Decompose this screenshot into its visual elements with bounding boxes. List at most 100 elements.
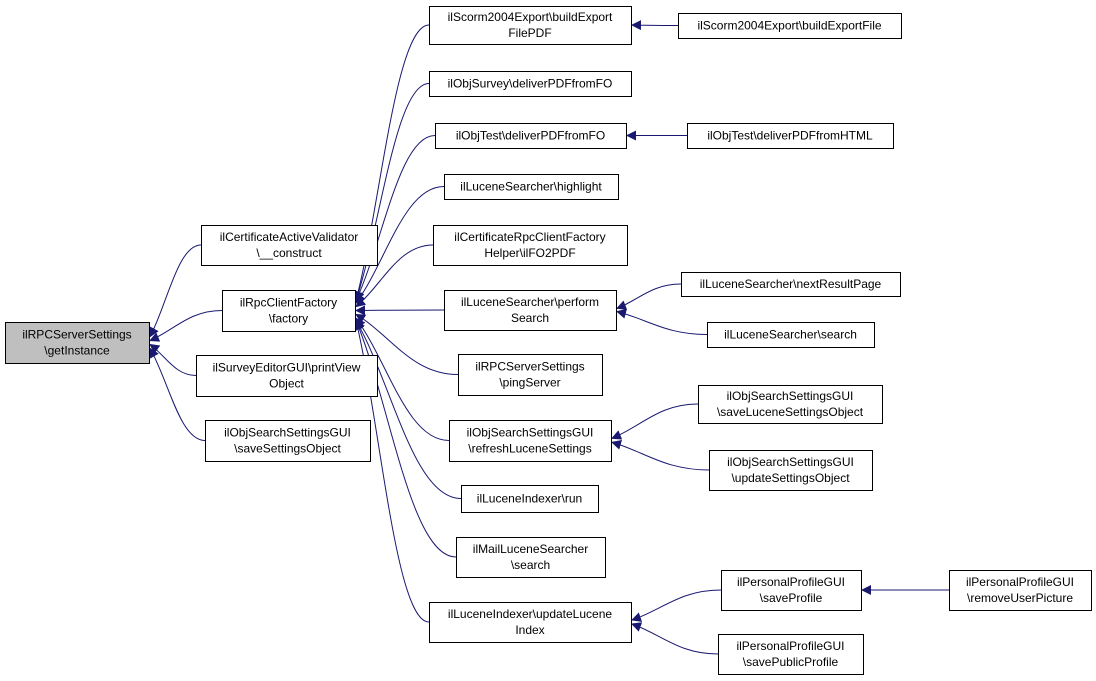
node-label-survey_editor-line-0: ilSurveyEditorGUI\printView	[213, 361, 361, 375]
node-label-search_save_lucene-line-1: \saveLuceneSettingsObject	[717, 405, 864, 419]
node-label-rpc_ping-line-1: \pingServer	[499, 376, 560, 390]
edge-lucene_search-to-lucene_perform	[616, 308, 708, 335]
node-label-cert_rpc_helper-line-0: ilCertificateRpcClientFactory	[454, 230, 605, 244]
node-label-cert_validator-line-0: ilCertificateActiveValidator	[220, 230, 359, 244]
node-scorm_build_file[interactable]: ilScorm2004Export\buildExportFile	[678, 13, 902, 39]
node-box-search_refresh	[449, 420, 612, 462]
node-box-indexer_run	[461, 485, 599, 513]
edge-test_deliver_fo-to-rpc_factory	[355, 135, 436, 302]
node-search_update[interactable]: ilObjSearchSettingsGUI \updateSettingsObj…	[709, 450, 873, 491]
edge-search_update-to-search_refresh	[611, 439, 710, 471]
node-label-rpc_factory-line-0: ilRpcClientFactory	[240, 296, 337, 310]
node-indexer_run[interactable]: ilLuceneIndexer\run	[461, 485, 599, 513]
node-cert_validator[interactable]: ilCertificateActiveValidator \__construct	[201, 225, 378, 266]
node-box-indexer_update	[429, 602, 632, 643]
node-label-search_save_settings-line-1: \saveSettingsObject	[234, 442, 341, 456]
node-label-mail_search-line-1: \search	[511, 558, 550, 572]
node-box-root	[5, 322, 150, 364]
node-label-indexer_update-line-0: ilLuceneIndexer\updateLucene	[448, 607, 612, 621]
edge-rpc_ping-to-rpc_factory	[355, 313, 459, 375]
node-label-root-line-0: ilRPCServerSettings	[22, 328, 131, 342]
node-label-root-line-1: \getInstance	[44, 344, 110, 358]
node-label-search_refresh-line-0: ilObjSearchSettingsGUI	[467, 426, 594, 440]
node-box-survey_deliver	[429, 71, 632, 97]
node-mail_search[interactable]: ilMailLuceneSearcher \search	[456, 537, 606, 578]
node-box-lucene_search	[707, 322, 875, 348]
node-lucene_next[interactable]: ilLuceneSearcher\nextResultPage	[681, 272, 901, 297]
node-label-lucene_perform-line-1: Search	[511, 311, 549, 325]
edge-lucene_highlight-to-rpc_factory	[355, 186, 445, 304]
node-box-test_deliver_fo	[435, 123, 627, 149]
node-label-indexer_update-line-1: Index	[515, 623, 544, 637]
node-box-cert_rpc_helper	[433, 225, 628, 266]
node-root[interactable]: ilRPCServerSettings \getInstance	[5, 322, 150, 364]
node-label-profile_remove_pic-line-0: ilPersonalProfileGUI	[966, 575, 1074, 589]
node-label-search_update-line-0: ilObjSearchSettingsGUI	[727, 455, 854, 469]
edge-search_save_lucene-to-search_refresh	[611, 403, 699, 440]
node-box-rpc_ping	[458, 354, 603, 396]
edge-profile_save-to-indexer_update	[631, 589, 722, 622]
node-profile_remove_pic[interactable]: ilPersonalProfileGUI\removeUserPicture	[949, 570, 1092, 611]
node-profile_save_public[interactable]: ilPersonalProfileGUI \savePublicProfile	[718, 634, 864, 675]
node-label-search_save_lucene-line-0: ilObjSearchSettingsGUI	[727, 389, 854, 403]
edge-search_refresh-to-rpc_factory	[355, 317, 450, 441]
node-label-search_update-line-1: \updateSettingsObject	[731, 471, 850, 485]
node-label-scorm_build_pdf-line-1: FilePDF	[508, 26, 551, 40]
node-search_save_lucene[interactable]: ilObjSearchSettingsGUI \saveLuceneSetting…	[698, 385, 883, 424]
node-label-mail_search-line-0: ilMailLuceneSearcher	[473, 542, 588, 556]
node-label-lucene_search-line-0: ilLuceneSearcher\search	[724, 328, 857, 342]
node-search_save_settings[interactable]: ilObjSearchSettingsGUI \saveSettingsObjec…	[205, 420, 371, 462]
node-label-rpc_ping-line-0: ilRPCServerSettings	[475, 360, 584, 374]
node-label-lucene_highlight-line-0: ilLuceneSearcher\highlight	[460, 180, 602, 194]
node-rpc_ping[interactable]: ilRPCServerSettings \pingServer	[458, 354, 603, 396]
node-box-scorm_build_pdf	[429, 6, 632, 45]
node-lucene_highlight[interactable]: ilLuceneSearcher\highlight	[444, 174, 619, 200]
edge-survey_deliver-to-rpc_factory	[354, 83, 430, 302]
node-box-rpc_factory	[222, 290, 356, 332]
node-lucene_search[interactable]: ilLuceneSearcher\search	[707, 322, 875, 348]
node-box-profile_save_public	[718, 634, 864, 675]
edge-profile_save_public-to-indexer_update	[631, 622, 719, 655]
node-search_refresh[interactable]: ilObjSearchSettingsGUI \refreshLuceneSett…	[449, 420, 612, 462]
node-label-lucene_next-line-0: ilLuceneSearcher\nextResultPage	[700, 277, 882, 291]
node-box-search_save_lucene	[698, 385, 883, 424]
node-box-mail_search	[456, 537, 606, 578]
node-label-profile_save_public-line-1: \savePublicProfile	[743, 655, 839, 669]
node-profile_save[interactable]: ilPersonalProfileGUI\saveProfile	[721, 570, 862, 611]
node-test_deliver_html[interactable]: ilObjTest\deliverPDFfromHTML	[687, 123, 894, 149]
node-label-lucene_perform-line-0: ilLuceneSearcher\perform	[461, 295, 599, 309]
node-box-survey_editor	[196, 355, 378, 397]
node-label-indexer_run-line-0: ilLuceneIndexer\run	[477, 492, 582, 506]
node-box-profile_remove_pic	[949, 570, 1092, 611]
node-label-test_deliver_fo-line-0: ilObjTest\deliverPDFfromFO	[456, 129, 605, 143]
node-label-profile_save_public-line-0: ilPersonalProfileGUI	[736, 639, 844, 653]
node-label-test_deliver_html-line-0: ilObjTest\deliverPDFfromHTML	[707, 129, 873, 143]
edge-indexer_run-to-rpc_factory	[355, 319, 462, 499]
node-label-profile_save-line-0: ilPersonalProfileGUI	[737, 575, 845, 589]
node-box-lucene_perform	[444, 290, 617, 331]
node-label-rpc_factory-line-1: \factory	[269, 312, 308, 326]
node-box-cert_validator	[201, 225, 378, 266]
node-box-search_update	[709, 450, 873, 491]
node-box-search_save_settings	[205, 420, 371, 462]
edge-survey_editor-to-root	[149, 343, 197, 376]
node-box-lucene_next	[681, 272, 901, 297]
node-label-cert_validator-line-1: \__construct	[256, 246, 322, 260]
node-cert_rpc_helper[interactable]: ilCertificateRpcClientFactoryHelper\ilFO…	[433, 225, 628, 266]
node-test_deliver_fo[interactable]: ilObjTest\deliverPDFfromFO	[435, 123, 627, 149]
node-label-search_save_settings-line-0: ilObjSearchSettingsGUI	[224, 426, 351, 440]
node-survey_deliver[interactable]: ilObjSurvey\deliverPDFfromFO	[429, 71, 632, 97]
node-label-survey_editor-line-1: Object	[269, 377, 304, 391]
edge-cert_rpc_helper-to-rpc_factory	[355, 244, 434, 308]
edge-lucene_next-to-lucene_perform	[616, 283, 682, 310]
node-box-scorm_build_file	[678, 13, 902, 39]
edge-search_save_settings-to-root	[149, 347, 206, 441]
node-label-search_refresh-line-1: \refreshLuceneSettings	[468, 442, 591, 456]
node-box-lucene_highlight	[444, 174, 619, 200]
node-rpc_factory[interactable]: ilRpcClientFactory \factory	[222, 290, 356, 332]
